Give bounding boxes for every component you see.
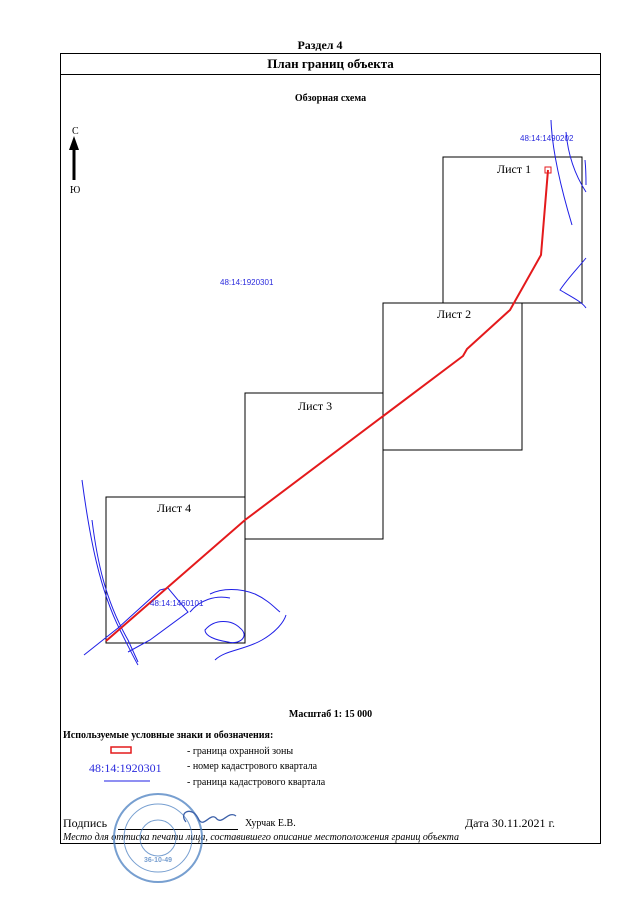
compass: С Ю — [69, 126, 80, 196]
sheet-3-label: Лист 3 — [298, 399, 332, 413]
overview-title: Обзорная схема — [294, 93, 367, 104]
protection-zone-route — [105, 169, 549, 642]
plan-title: План границ объекта — [60, 53, 601, 75]
cadastral-label-1490202: 48:14:1490202 — [520, 134, 574, 143]
cadastral-boundary-line — [559, 257, 587, 309]
cadastral-boundary-line — [81, 479, 139, 666]
cadastral-boundary-line — [584, 159, 587, 186]
cadastral-boundary-line — [91, 519, 139, 663]
sheet-2-label: Лист 2 — [437, 307, 471, 321]
cadastral-boundary-line — [550, 119, 573, 226]
legend-item-1-text: - граница охранной зоны — [187, 746, 293, 757]
cadastral-label-1920301: 48:14:1920301 — [220, 278, 274, 287]
signature-line — [118, 829, 238, 830]
legend-heading: Используемые условные знаки и обозначени… — [63, 730, 274, 741]
sheet-4-label: Лист 4 — [157, 501, 191, 515]
cadastral-boundary-line — [214, 614, 287, 661]
cadastral-boundaries — [81, 119, 587, 666]
cadastral-boundary-line — [189, 596, 231, 613]
sheet-4-frame — [105, 496, 246, 644]
cadastral-label-1460101: 48:14:1460101 — [150, 599, 204, 608]
signer-name: Хурчак Е.В. — [245, 818, 296, 829]
scale-label: Масштаб 1: 15 000 — [288, 709, 373, 720]
legend-red-rectangle-icon — [110, 746, 132, 754]
legend-item-2-text: - номер кадастрового квартала — [187, 761, 318, 772]
route-endpoint-marker — [544, 166, 552, 174]
sheet-1-frame — [442, 156, 583, 304]
sheet-2-frame — [382, 302, 523, 451]
date-label: Дата 30.11.2021 г. — [465, 816, 556, 830]
cadastral-boundary-line — [209, 589, 281, 613]
cadastral-boundary-line — [204, 621, 245, 644]
stamp-note: Место для оттиска печати лица, составивш… — [63, 832, 460, 843]
compass-north-label: С — [72, 126, 79, 137]
legend-cadastral-number-sample: 48:14:1920301 — [89, 761, 162, 775]
signature-label: Подпись — [63, 816, 108, 830]
cadastral-boundary-line — [565, 131, 587, 193]
section-title: Раздел 4 — [297, 38, 343, 52]
compass-arrow-icon — [69, 136, 79, 150]
legend-item-3-text: - граница кадастрового квартала — [187, 777, 326, 788]
plan-frame — [60, 53, 601, 844]
sheet-3-frame — [244, 392, 384, 540]
compass-south-label: Ю — [70, 185, 80, 196]
sheet-1-label: Лист 1 — [497, 162, 531, 176]
